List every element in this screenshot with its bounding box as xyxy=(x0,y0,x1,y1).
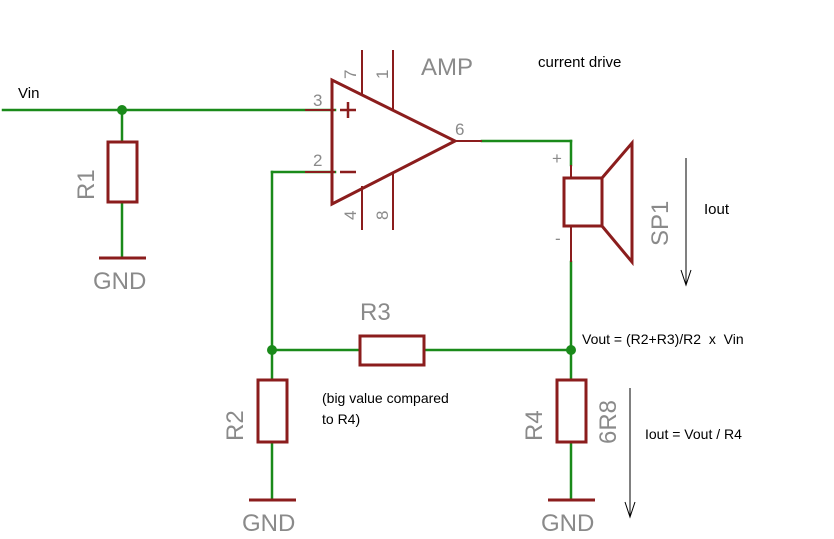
speaker-minus: - xyxy=(555,229,561,248)
iout-arrow-upper xyxy=(680,158,692,287)
amp-pin-4-number: 4 xyxy=(341,211,360,220)
amp-pin-8-number: 8 xyxy=(373,211,392,220)
vin-label: Vin xyxy=(18,85,39,102)
r2-label: R2 xyxy=(222,410,249,441)
iout-formula: Iout = Vout / R4 xyxy=(645,426,742,442)
speaker-body xyxy=(562,176,604,228)
ground-r2-label: GND xyxy=(242,510,295,537)
junction-r3-r4 xyxy=(566,345,576,355)
r3-note-line2: to R4) xyxy=(322,411,360,427)
iout-arrow-label: Iout xyxy=(704,201,730,218)
junction-vin xyxy=(117,105,127,115)
amp-pin-6-number: 6 xyxy=(455,120,464,139)
r2-body xyxy=(256,378,289,444)
r3-label: R3 xyxy=(360,299,391,326)
r1-body xyxy=(106,140,139,204)
speaker-cone xyxy=(600,138,634,267)
amp-pin-7-number: 7 xyxy=(341,70,360,79)
title-text: current drive xyxy=(538,54,621,71)
speaker-label: SP1 xyxy=(647,201,674,246)
r3-note-line1: (big value compared xyxy=(322,390,449,406)
iout-arrow-lower xyxy=(624,388,636,519)
amp-pin-3-number: 3 xyxy=(313,91,322,110)
speaker-symbol xyxy=(562,138,634,267)
junction-r2-r3 xyxy=(267,345,277,355)
r3-body xyxy=(358,334,426,367)
speaker-plus: + xyxy=(552,149,562,168)
amp-triangle xyxy=(330,77,459,207)
ground-r1-label: GND xyxy=(93,268,146,295)
r1-label: R1 xyxy=(73,169,100,200)
amp-label: AMP xyxy=(421,54,473,81)
r4-label: R4 xyxy=(521,410,548,441)
amp-pin-1-number: 1 xyxy=(373,70,392,79)
r4-value: 6R8 xyxy=(595,400,622,444)
amp-symbol xyxy=(305,50,482,230)
ground-r4-label: GND xyxy=(541,510,594,537)
vout-formula: Vout = (R2+R3)/R2 x Vin xyxy=(582,331,744,347)
amp-pin-2-number: 2 xyxy=(313,151,322,170)
r4-body xyxy=(555,378,588,444)
